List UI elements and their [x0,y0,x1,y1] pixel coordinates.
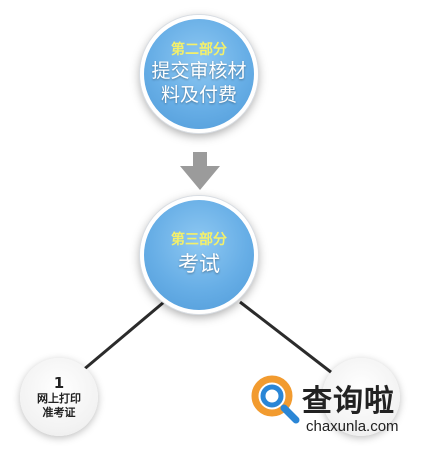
substep-text-line2: 准考证 [42,405,76,419]
step-2-title-line2: 料及付费 [160,84,237,106]
step-3-circle: 第三部分 考试 [140,196,258,314]
watermark-url: chaxunla.com [306,418,399,435]
step-2-circle: 第二部分 提交审核材 料及付费 [140,15,258,133]
substep-text-line1: 网上打印 [37,391,81,405]
connector-right [239,300,337,378]
substep-node-1: 1 网上打印 准考证 [20,358,98,436]
connector-left [75,300,165,378]
substep-number: 1 [53,373,65,392]
watermark: 查询啦 chaxunla.com [248,372,418,442]
step-3-subtitle: 第三部分 [171,232,227,248]
step-3-title: 考试 [178,252,220,276]
watermark-name: 查询啦 [302,384,395,419]
magnifier-logo-icon [251,375,300,424]
step-2-title-line1: 提交审核材 [151,60,247,82]
step-2-subtitle: 第二部分 [171,42,227,58]
substep-node-2 [322,358,400,436]
